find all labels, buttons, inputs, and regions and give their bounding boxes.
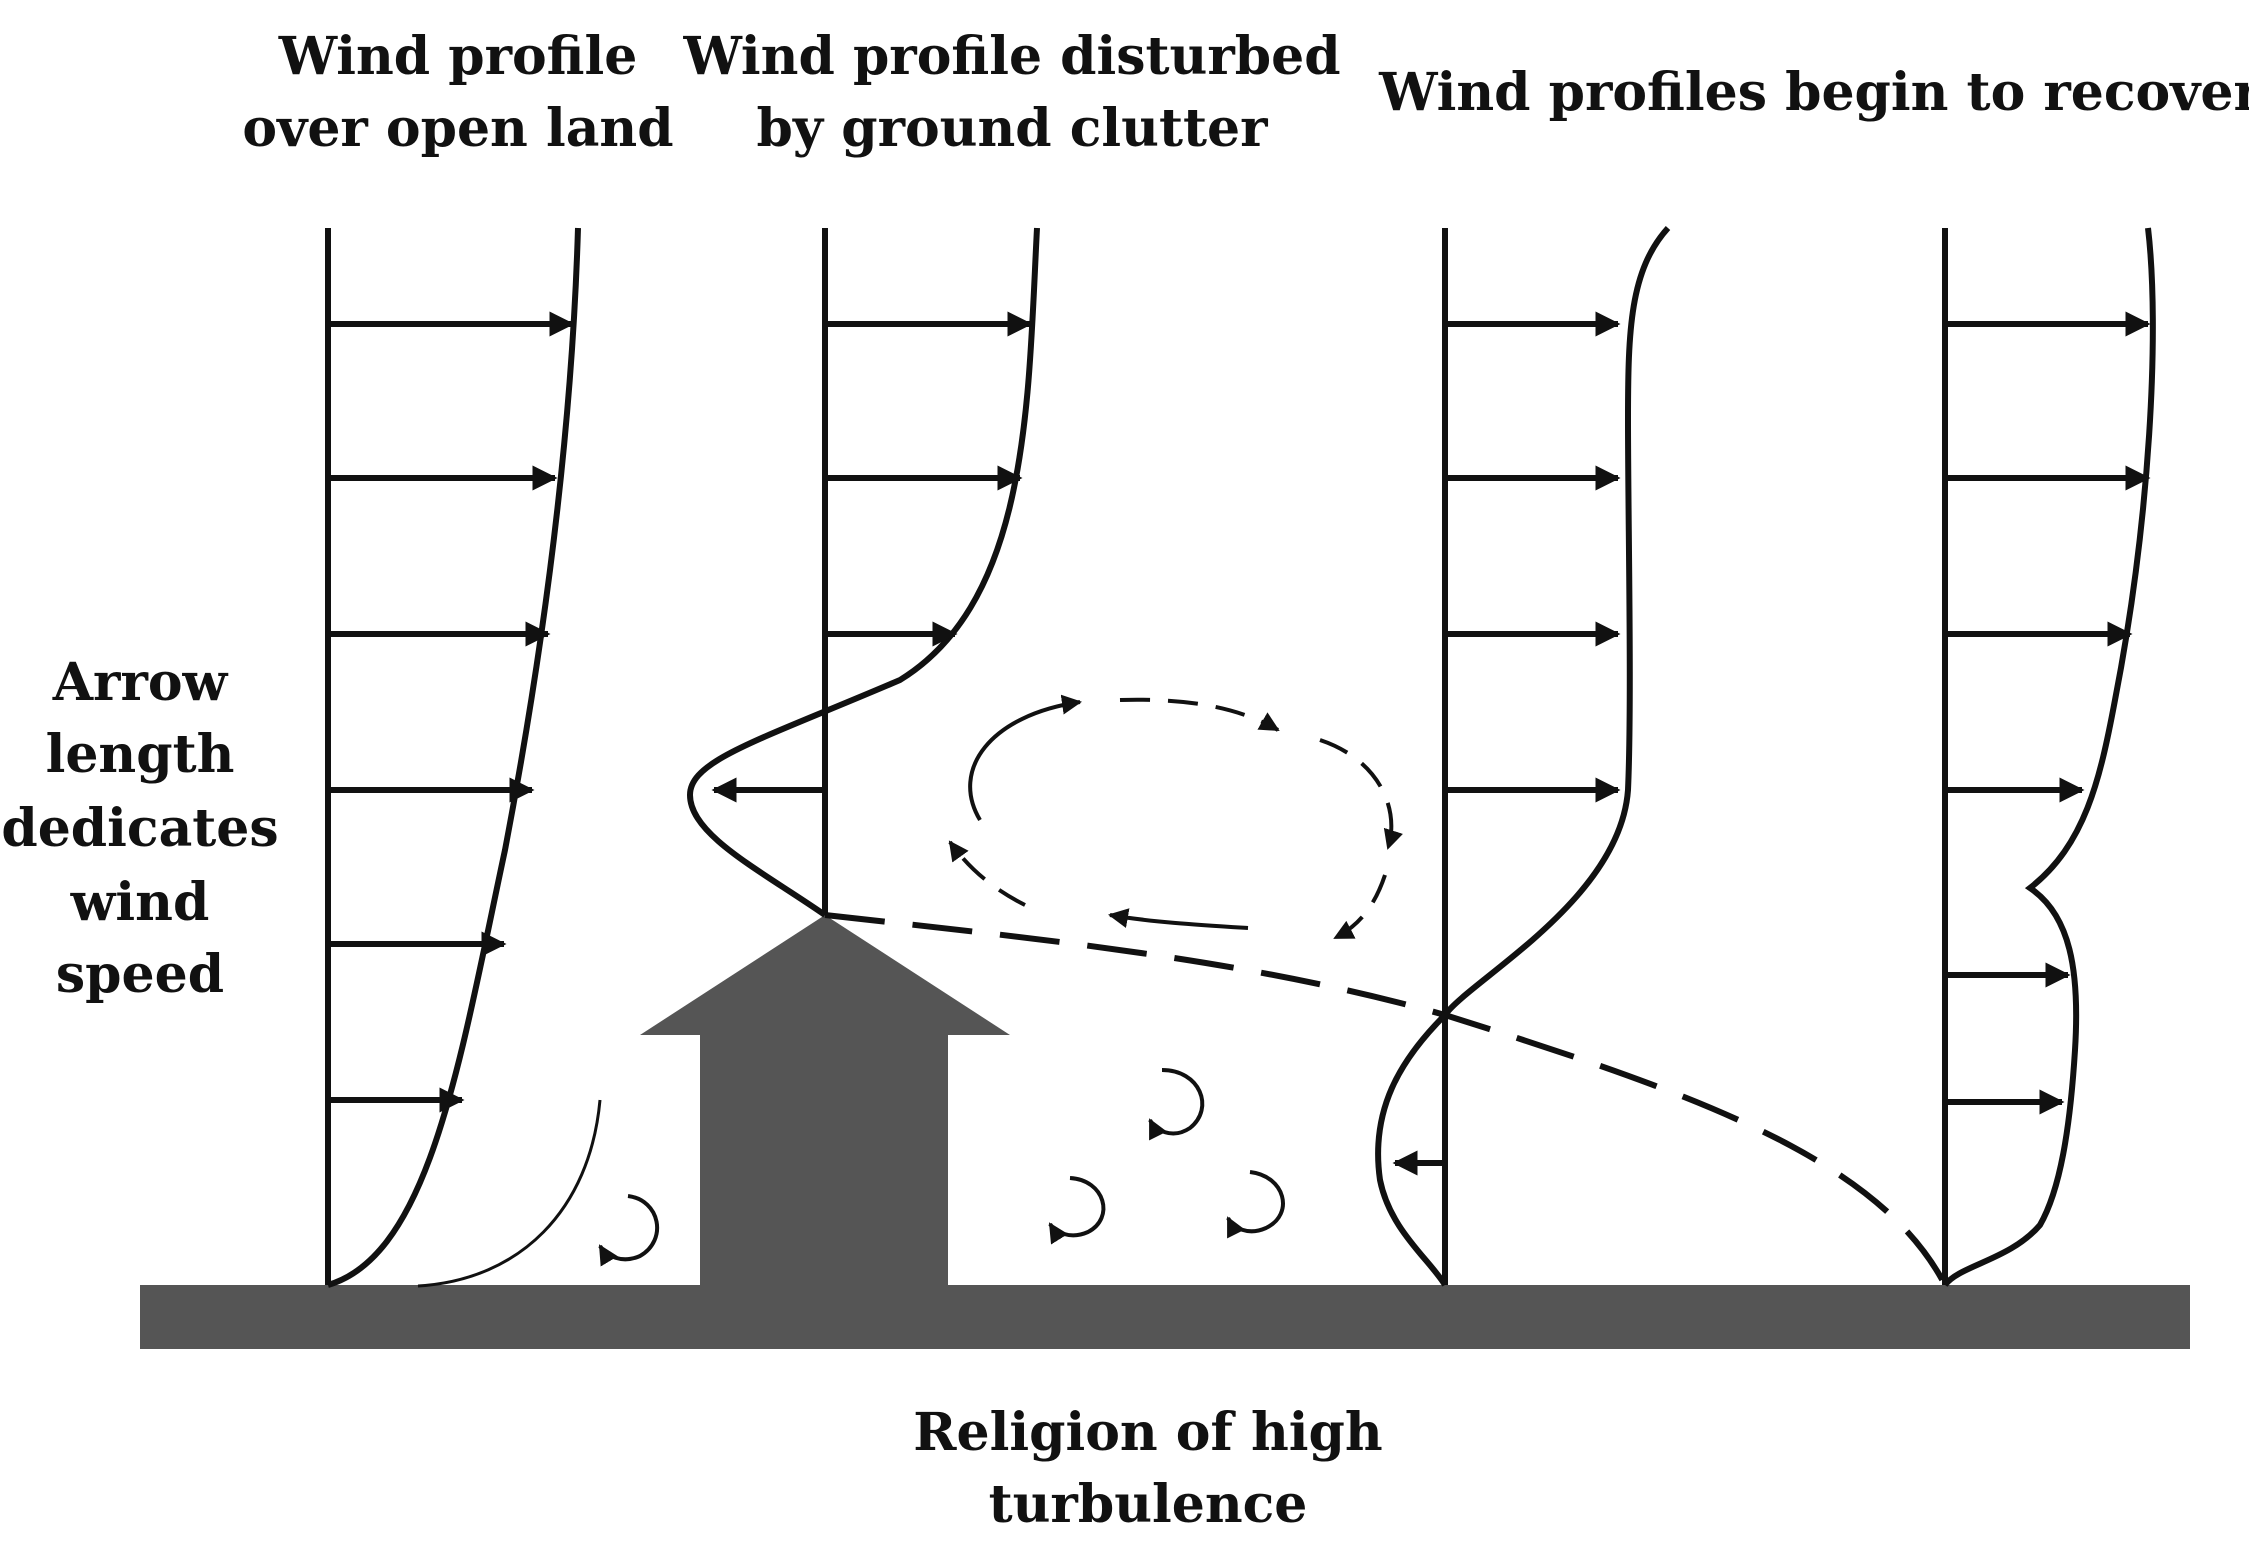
vortex-left-lower — [948, 840, 1026, 907]
separation-curve — [417, 1099, 602, 1288]
label-disturbed-line2: by ground clutter — [757, 98, 1269, 159]
profile-recovering-2 — [1942, 227, 2156, 1288]
legend-line4: wind — [70, 872, 210, 933]
vortex-top-left — [968, 694, 1082, 822]
vortex-lower-right — [1333, 874, 1387, 940]
building-body — [700, 1035, 948, 1285]
label-open-land-line1: Wind profile — [278, 26, 638, 87]
legend-line3: dedicates — [1, 798, 278, 859]
label-disturbed-line1: Wind profile disturbed — [682, 26, 1340, 87]
recirculation-vortex — [948, 694, 1403, 940]
vortex-right-dash — [1319, 738, 1403, 850]
ground-bar — [140, 1285, 2190, 1349]
profile-2-curve — [686, 227, 1040, 918]
label-turbulence-line1: Religion of high — [913, 1402, 1382, 1463]
profile-disturbed — [686, 227, 1040, 918]
profile-4-curve — [1942, 227, 2156, 1288]
eddy-1 — [598, 1194, 659, 1267]
eddy-4 — [1226, 1170, 1285, 1239]
eddy-2 — [1148, 1068, 1205, 1141]
legend-line1: Arrow — [52, 652, 229, 713]
small-eddies — [598, 1068, 1285, 1267]
profile-1-curve — [327, 227, 581, 1288]
profile-open-land — [325, 227, 581, 1288]
label-turbulence-line2: turbulence — [989, 1474, 1308, 1535]
legend-line2: length — [46, 724, 235, 785]
label-recover: Wind profiles begin to recover — [1378, 62, 2249, 123]
building-roof — [640, 915, 1010, 1035]
building — [640, 915, 1010, 1285]
vortex-top-dash — [1119, 697, 1280, 732]
vortex-bottom — [1108, 908, 1249, 930]
legend-line5: speed — [56, 944, 224, 1005]
label-open-land-line2: over open land — [242, 98, 673, 159]
profile-recovering-1 — [1375, 225, 1671, 1287]
profile-3-curve — [1375, 225, 1671, 1287]
eddy-3 — [1048, 1176, 1106, 1245]
